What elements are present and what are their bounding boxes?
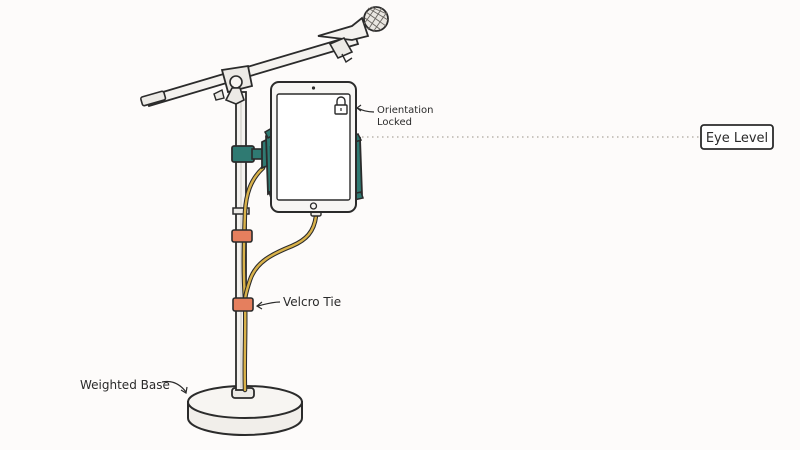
eye-level-label: Eye Level	[706, 131, 768, 146]
orientation-locked-label-line1: Orientation	[377, 105, 433, 116]
boom-arm	[140, 33, 360, 108]
microphone	[317, 6, 389, 64]
velcro-tie-lower	[232, 297, 254, 312]
boom-clutch	[213, 64, 254, 105]
orientation-locked-callout: Orientation Locked	[356, 104, 433, 128]
tablet	[270, 81, 357, 213]
orientation-locked-label-line2: Locked	[377, 117, 412, 128]
velcro-tie-upper	[231, 229, 253, 243]
weighted-base	[187, 385, 303, 436]
weighted-base-label: Weighted Base	[80, 378, 170, 392]
velcro-tie-callout: Velcro Tie	[255, 295, 341, 310]
lock-icon	[334, 96, 348, 115]
eye-level-badge	[700, 124, 774, 150]
eye-level-guide: Eye Level	[362, 124, 774, 150]
charging-cable	[241, 165, 322, 393]
weighted-base-callout: Weighted Base	[80, 378, 188, 394]
velcro-tie-label: Velcro Tie	[283, 295, 341, 309]
